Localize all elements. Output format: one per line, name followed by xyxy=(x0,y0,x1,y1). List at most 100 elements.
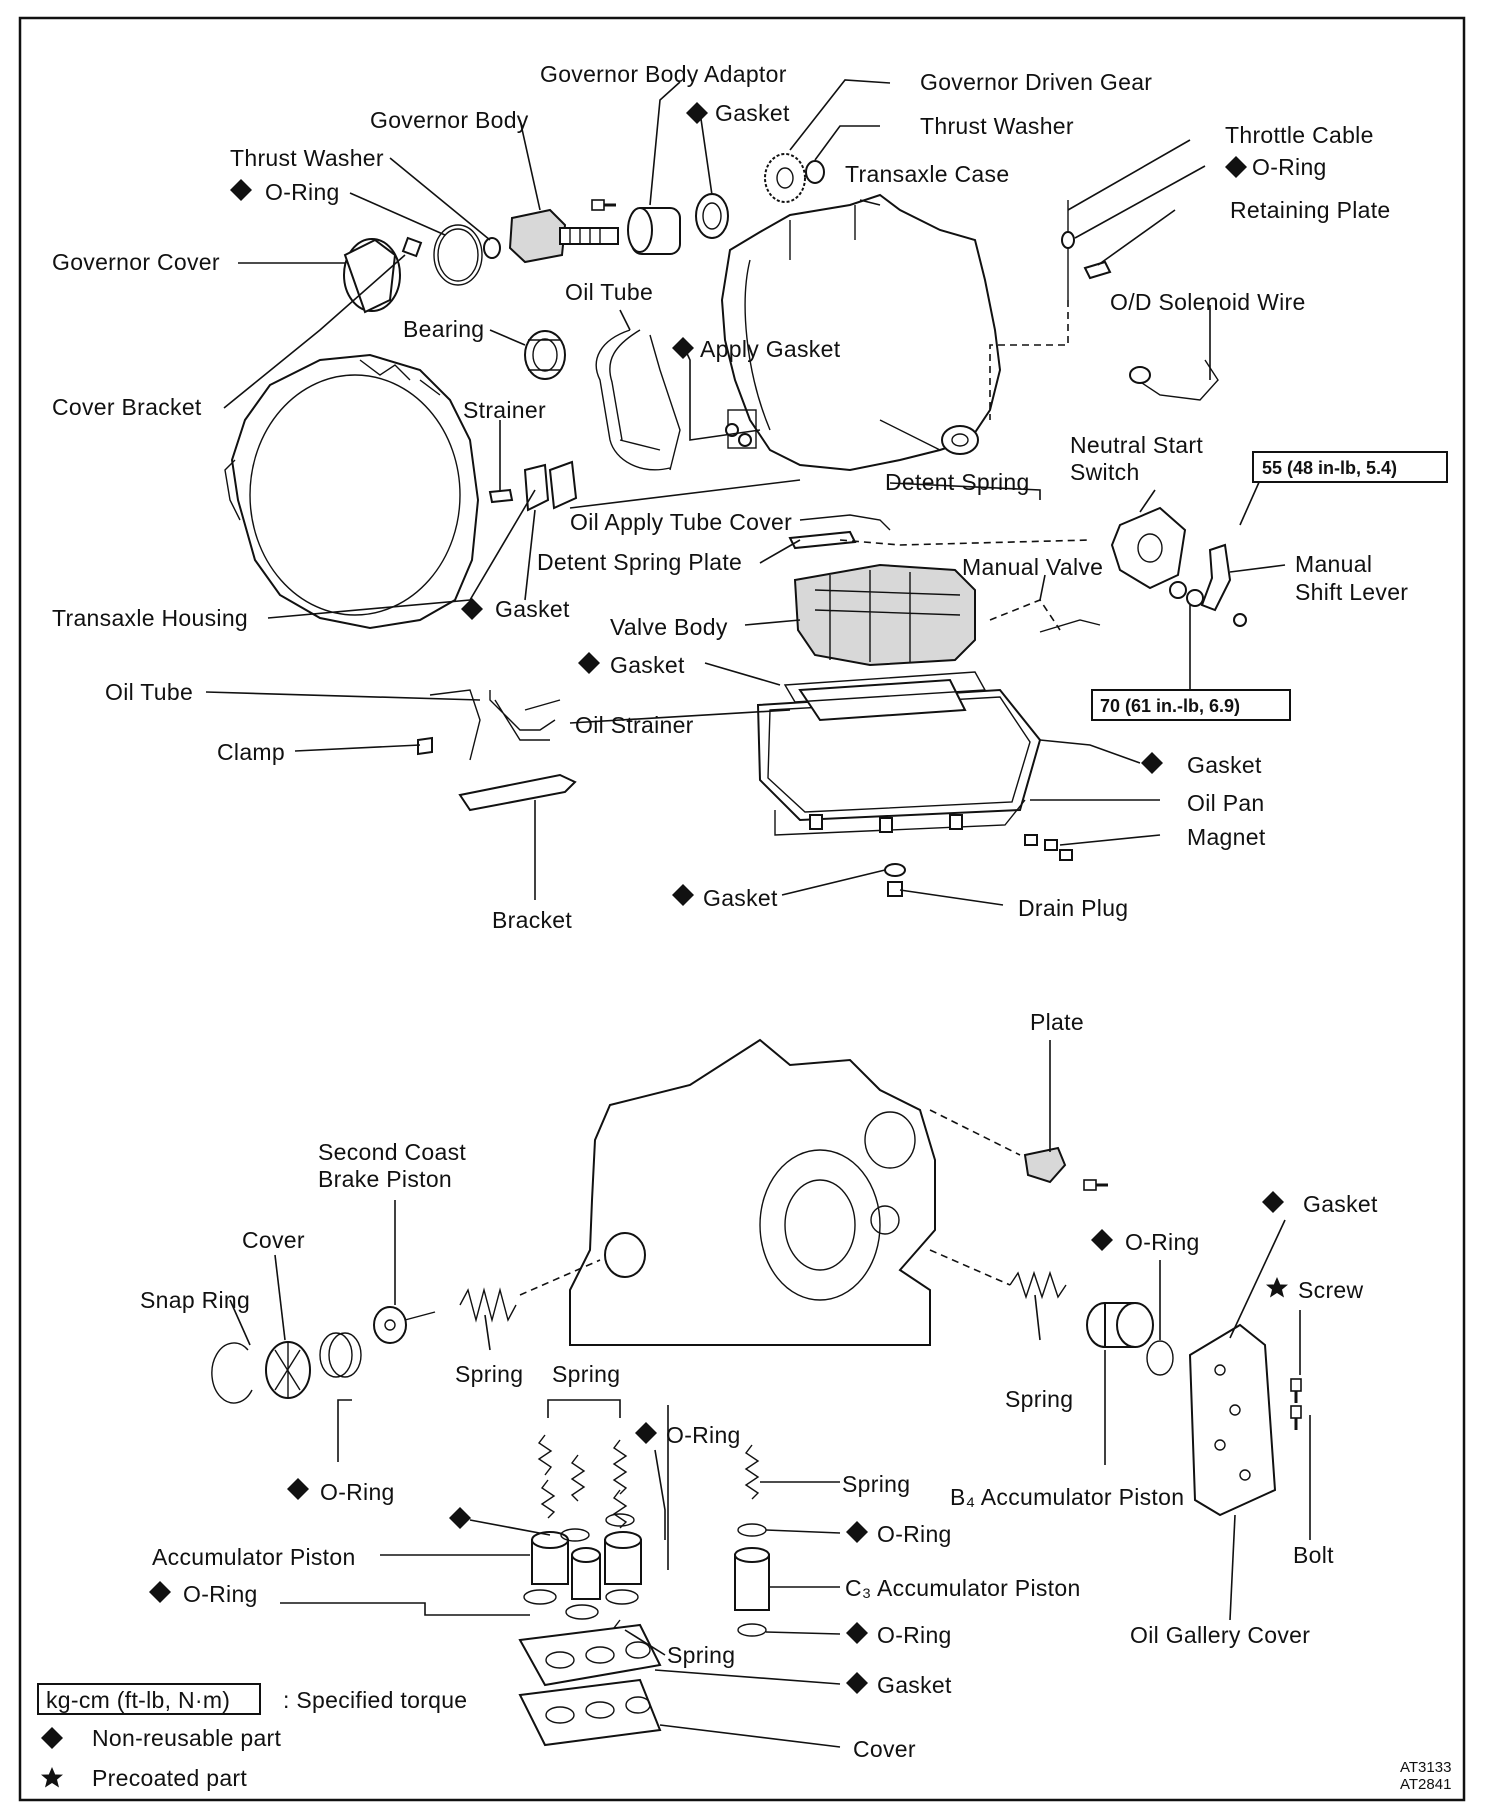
label-spring-bottom: Spring xyxy=(667,1642,735,1668)
spring-b4-drawing xyxy=(1009,1270,1067,1300)
label-manual-shift-lever-1: Manual xyxy=(1295,551,1372,577)
label-second-coast-1: Second Coast xyxy=(318,1139,466,1165)
label-transaxle-housing: Transaxle Housing xyxy=(52,605,248,631)
label-neutral-start-switch-1: Neutral Start xyxy=(1070,432,1203,458)
label-c3-accumulator-piston: C₃ Accumulator Piston xyxy=(845,1575,1081,1601)
accumulator-springs-drawing xyxy=(537,1434,628,1529)
oil-apply-tube-cover-drawing xyxy=(548,460,578,510)
second-coast-brake-piston-drawing xyxy=(373,1306,436,1344)
label-spring-b4: Spring xyxy=(1005,1386,1073,1412)
label-valve-body: Valve Body xyxy=(610,614,728,640)
o-ring-governor-drawing xyxy=(433,224,483,286)
retaining-plate-drawing xyxy=(1083,260,1112,280)
oil-tube-top-drawing xyxy=(595,329,681,471)
label-thrust-washer-right: Thrust Washer xyxy=(920,113,1074,139)
label-accumulator-piston: Accumulator Piston xyxy=(152,1544,356,1570)
b4-accumulator-piston-drawing xyxy=(1086,1302,1154,1348)
bracket-drawing xyxy=(458,773,577,812)
label-screw: Screw xyxy=(1298,1277,1363,1303)
label-snap-ring: Snap Ring xyxy=(140,1287,250,1313)
label-apply-gasket: Apply Gasket xyxy=(700,336,841,362)
label-oil-apply-tube-cover: Oil Apply Tube Cover xyxy=(570,509,792,535)
label-od-solenoid-wire: O/D Solenoid Wire xyxy=(1110,289,1306,315)
legend-nonreusable: Non-reusable part xyxy=(92,1725,282,1751)
gasket-housing-drawing xyxy=(523,463,550,512)
gasket-valve-body-drawing xyxy=(783,671,987,703)
magnet-drawing xyxy=(1024,834,1038,846)
plate-drawing xyxy=(1023,1146,1067,1184)
label-detent-spring-plate: Detent Spring Plate xyxy=(537,549,742,575)
label-spring-group: Spring xyxy=(552,1361,620,1387)
label-gasket-bottom: Gasket xyxy=(877,1672,952,1698)
label-neutral-start-switch-2: Switch xyxy=(1070,459,1140,485)
spring-c3-drawing xyxy=(744,1444,760,1500)
accumulator-piston-drawing xyxy=(531,1531,642,1600)
label-governor-body-adaptor: Governor Body Adaptor xyxy=(540,61,787,87)
snap-ring-drawing xyxy=(211,1342,253,1404)
transaxle-case-bottom-drawing xyxy=(569,1038,936,1346)
label-clamp: Clamp xyxy=(217,739,285,765)
spring-left-drawing xyxy=(459,1287,517,1323)
label-spring-left: Spring xyxy=(455,1361,523,1387)
legend-torque-desc: : Specified torque xyxy=(283,1687,467,1713)
label-drain-plug: Drain Plug xyxy=(1018,895,1128,921)
governor-body-drawing xyxy=(508,208,619,264)
thrust-washer-left-drawing xyxy=(483,237,501,259)
label-oil-strainer: Oil Strainer xyxy=(575,712,694,738)
thrust-washer-right-drawing xyxy=(805,160,825,184)
c3-accumulator-piston-drawing xyxy=(734,1547,770,1611)
label-oil-tube-top: Oil Tube xyxy=(565,279,653,305)
oil-strainer-drawing xyxy=(798,678,967,722)
label-oil-pan: Oil Pan xyxy=(1187,790,1265,816)
label-second-coast-2: Brake Piston xyxy=(318,1166,452,1192)
torque-box-55: 55 (48 in-lb, 5.4) xyxy=(1252,451,1448,483)
oil-gallery-cover-drawing xyxy=(1188,1323,1277,1517)
strainer-drawing xyxy=(488,488,514,504)
bearing-drawing xyxy=(524,330,566,380)
governor-body-adaptor-drawing xyxy=(590,198,681,255)
label-gasket-housing: Gasket xyxy=(495,596,570,622)
label-gasket-top: Gasket xyxy=(715,100,790,126)
clamp-drawing xyxy=(417,736,433,756)
part-labels: Governor Body Adaptor Governor Driven Ge… xyxy=(52,61,1408,1762)
torque-box-70: 70 (61 in.-lb, 6.9) xyxy=(1091,689,1291,721)
label-o-ring-c3-bottom: O-Ring xyxy=(877,1622,952,1648)
label-governor-driven-gear: Governor Driven Gear xyxy=(920,69,1152,95)
label-transaxle-case: Transaxle Case xyxy=(845,161,1009,187)
od-solenoid-wire-drawing xyxy=(1129,359,1219,401)
torque-spec-manual-shift-lever: 55 (48 in-lb, 5.4) xyxy=(1262,458,1397,478)
label-manual-valve: Manual Valve xyxy=(962,554,1103,580)
cover-bottom-drawing xyxy=(518,1678,662,1747)
label-gasket-pan: Gasket xyxy=(1187,752,1262,778)
label-oil-tube-bottom: Oil Tube xyxy=(105,679,193,705)
label-bolt: Bolt xyxy=(1293,1542,1334,1568)
figure-code-1: AT3133 xyxy=(1400,1759,1451,1776)
label-o-ring-accum-top: O-Ring xyxy=(666,1422,741,1448)
gasket-top-drawing xyxy=(695,193,729,239)
cover-top-drawing xyxy=(265,1341,311,1399)
drain-plug-drawing xyxy=(887,881,903,897)
label-thrust-washer-left: Thrust Washer xyxy=(230,145,384,171)
label-bearing: Bearing xyxy=(403,316,484,342)
oil-tube-bottom-drawing xyxy=(429,689,561,761)
o-ring-b4-drawing xyxy=(1146,1340,1174,1376)
figure-code-2: AT2841 xyxy=(1400,1776,1451,1793)
label-governor-cover: Governor Cover xyxy=(52,249,220,275)
neutral-start-switch-drawing xyxy=(1110,506,1187,590)
manual-shift-lever-drawing xyxy=(1200,543,1232,612)
label-plate: Plate xyxy=(1030,1009,1084,1035)
governor-driven-gear-drawing xyxy=(764,153,806,203)
label-gasket-valve-body: Gasket xyxy=(610,652,685,678)
diagram-frame xyxy=(18,16,1466,1802)
label-o-ring-b4: O-Ring xyxy=(1125,1229,1200,1255)
label-o-ring-governor: O-Ring xyxy=(265,179,340,205)
gasket-bottom-drawing xyxy=(518,1623,662,1687)
governor-cover-drawing xyxy=(343,238,401,314)
label-throttle-cable: Throttle Cable xyxy=(1225,122,1374,148)
legend: kg-cm (ft-lb, N·m) : Specified torque No… xyxy=(37,1683,467,1791)
legend-torque-box xyxy=(37,1683,261,1715)
label-spring-c3: Spring xyxy=(842,1471,910,1497)
label-o-ring-cover: O-Ring xyxy=(320,1479,395,1505)
label-cover-top: Cover xyxy=(242,1227,305,1253)
